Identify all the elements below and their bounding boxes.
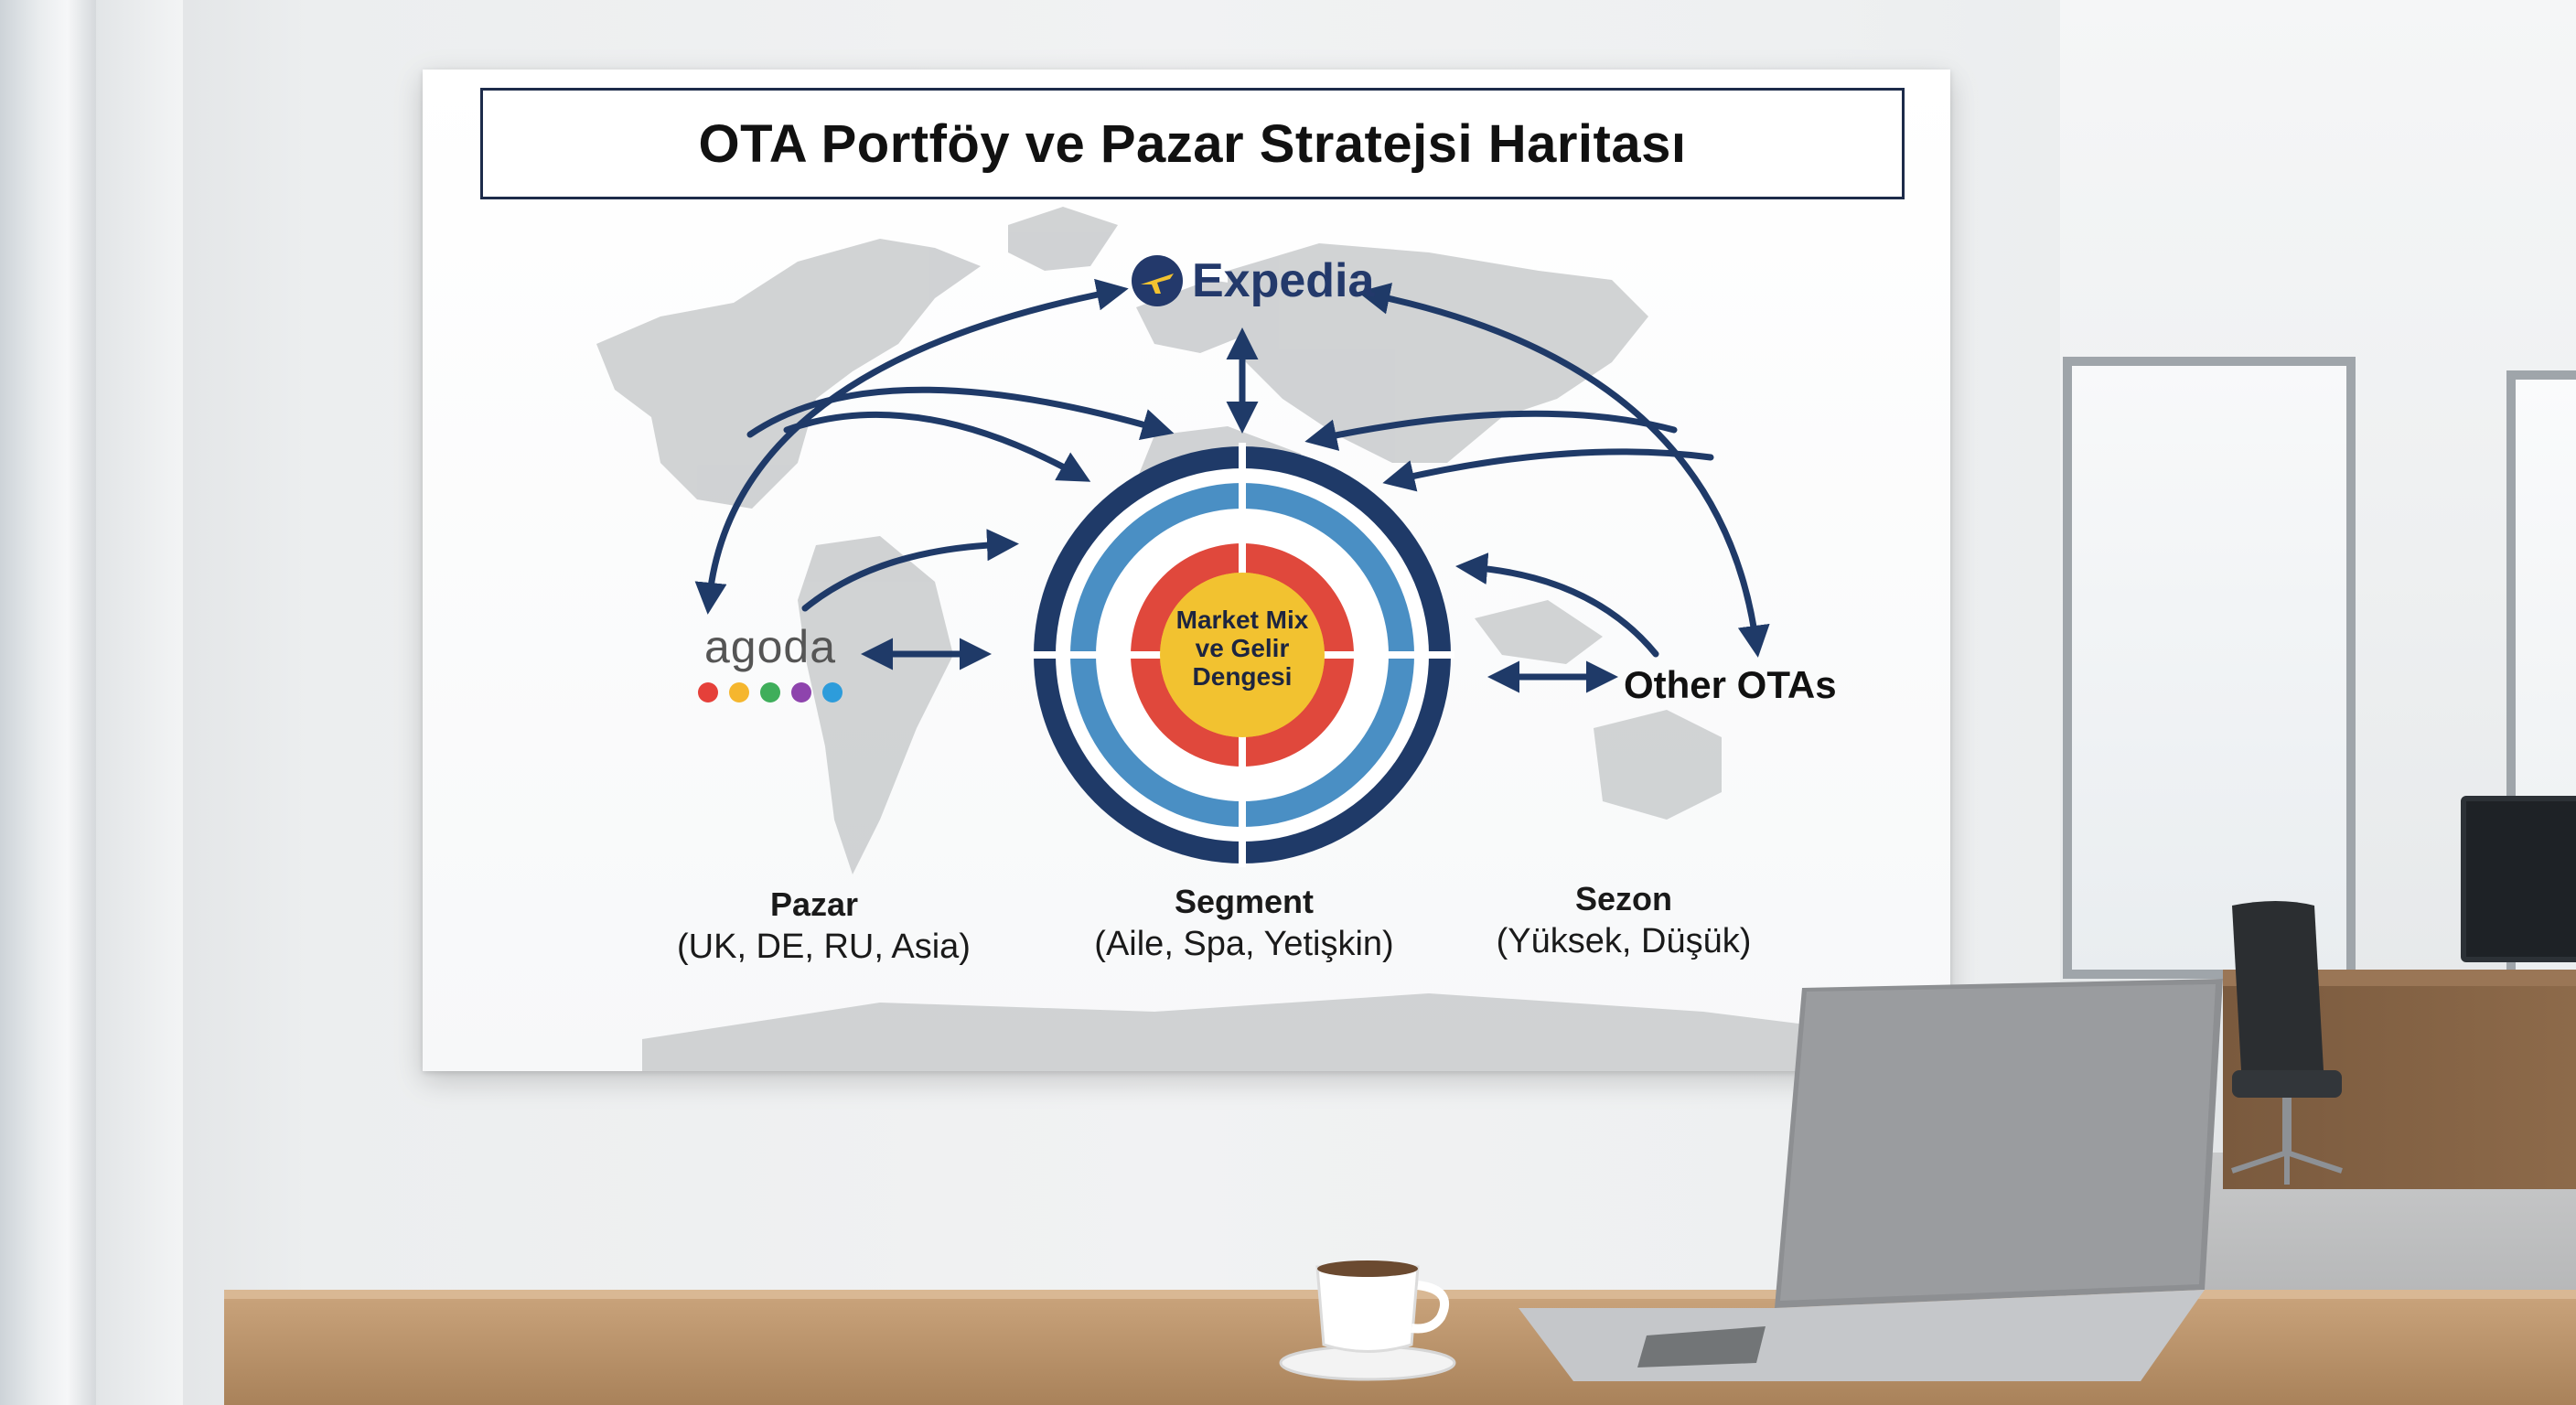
agoda-logo: agoda <box>688 620 853 702</box>
arrow-sa-target <box>801 529 1019 612</box>
board-title: OTA Portföy ve Pazar Stratejsi Haritası <box>698 113 1687 174</box>
agoda-dot-red <box>698 682 718 702</box>
laptop <box>1519 979 2223 1381</box>
sezon-detail: (Yüksek, Düşük) <box>1496 922 1752 960</box>
expedia-plane-icon <box>1132 255 1183 306</box>
arrow-asia-target-2 <box>1382 448 1714 492</box>
agoda-dot-blue <box>822 682 843 702</box>
segment-detail: (Aile, Spa, Yetişkin) <box>1094 925 1394 963</box>
arrow-agoda-expedia <box>694 278 1129 615</box>
pazar-block: Pazar (UK, DE, RU, Asia) <box>677 885 971 967</box>
monitor <box>2461 796 2576 962</box>
antarctica-shape <box>642 993 1850 1071</box>
arrow-na-target <box>783 411 1091 482</box>
agoda-dot-yellow <box>729 682 749 702</box>
expedia-label: Expedia <box>1192 254 1375 307</box>
wall-pillar <box>96 0 183 1405</box>
agoda-dots-icon <box>688 682 853 702</box>
title-box: OTA Portföy ve Pazar Stratejsi Haritası <box>480 88 1905 199</box>
sezon-block: Sezon (Yüksek, Düşük) <box>1491 880 1756 961</box>
greenland-shape <box>1008 207 1118 271</box>
office-chair <box>2231 901 2343 1185</box>
arrow-india-target <box>1455 552 1659 658</box>
arrow-na-expedia <box>746 386 1175 440</box>
coffee-cup <box>1279 1260 1456 1381</box>
segment-block: Segment (Aile, Spa, Yetişkin) <box>1089 883 1400 964</box>
arrow-expedia-other <box>1358 283 1770 658</box>
other-otas-label: Other OTAs <box>1624 663 1837 706</box>
sezon-heading: Sezon <box>1574 880 1672 917</box>
agoda-dot-purple <box>791 682 811 702</box>
room-window <box>2063 357 2356 979</box>
australia-shape <box>1594 710 1722 820</box>
pazar-detail: (UK, DE, RU, Asia) <box>677 928 971 966</box>
pazar-heading: Pazar <box>769 885 859 923</box>
south-america-shape <box>798 536 953 874</box>
agoda-dot-green <box>760 682 780 702</box>
target-icon <box>1030 443 1454 867</box>
arrow-asia-target <box>1304 410 1678 451</box>
agoda-label: agoda <box>703 621 837 672</box>
center-label: Market Mix ve Gelir Dengesi <box>1175 606 1309 691</box>
expedia-logo: Expedia <box>1130 249 1374 313</box>
segment-heading: Segment <box>1174 883 1315 920</box>
